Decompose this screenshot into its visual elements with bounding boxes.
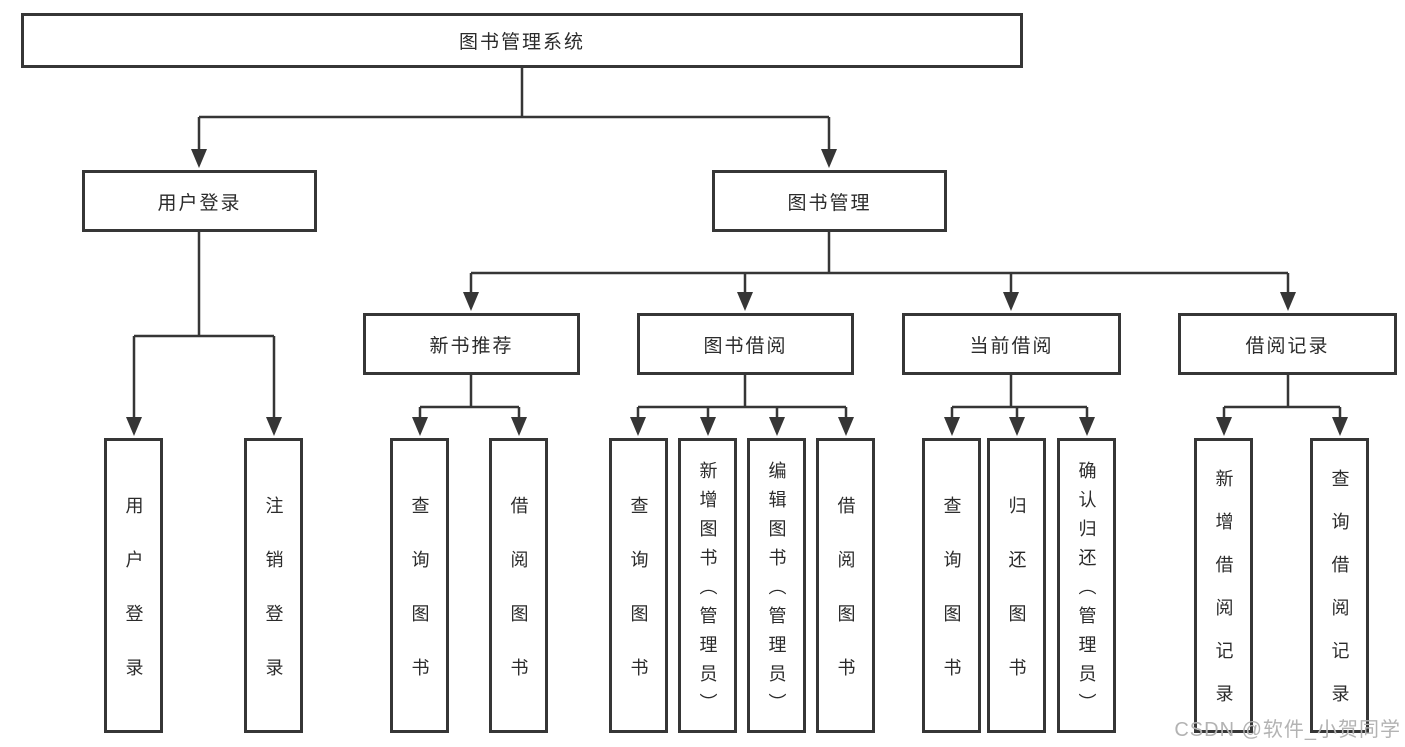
arrow-down-icon [1216,417,1232,436]
leaf-query-book-borrow: 查询图书 [609,438,668,733]
connector-book-management-children [463,232,1296,311]
node-label: 新增图书（管理员） [697,460,718,722]
node-label: 归还图书 [1006,495,1027,712]
leaf-query-borrow-record: 查询借阅记录 [1310,438,1369,733]
arrow-down-icon [463,292,479,311]
csdn-watermark: CSDN @软件_小贺同学 [1174,719,1401,741]
node-label: 查询借阅记录 [1329,469,1350,727]
arrow-down-icon [126,417,142,436]
leaf-return-book: 归还图书 [987,438,1046,733]
node-label: 新增借阅记录 [1213,469,1234,727]
node-book-borrow: 图书借阅 [637,313,854,375]
connector-book-borrow-children [630,375,854,436]
arrow-down-icon [1079,417,1095,436]
arrow-down-icon [838,417,854,436]
node-label: 借阅图书 [835,495,856,712]
node-label: 编辑图书（管理员） [766,460,787,722]
leaf-query-book-recommend: 查询图书 [390,438,449,733]
node-label: 新书推荐 [429,335,514,357]
node-borrow-records: 借阅记录 [1178,313,1397,375]
node-label: 借阅记录 [1245,335,1330,357]
arrow-down-icon [769,417,785,436]
connector-current-borrow-children [944,375,1095,436]
node-library-management-system: 图书管理系统 [21,13,1023,68]
node-user-login: 用户登录 [82,170,317,232]
leaf-query-book-current: 查询图书 [922,438,981,733]
node-label: 图书管理系统 [458,32,585,53]
arrow-down-icon [266,417,282,436]
arrow-down-icon [511,417,527,436]
connector-borrow-records-children [1216,375,1348,436]
connector-root-to-level1 [191,68,837,168]
node-label: 用户登录 [157,192,242,214]
node-label: 查询图书 [409,495,430,712]
node-label: 当前借阅 [969,335,1054,357]
node-label: 用户登录 [123,495,144,712]
leaf-borrow-book-recommend: 借阅图书 [489,438,548,733]
arrow-down-icon [700,417,716,436]
arrow-down-icon [944,417,960,436]
leaf-borrow-book: 借阅图书 [816,438,875,733]
leaf-edit-book-admin: 编辑图书（管理员） [747,438,806,733]
node-new-book-recommend: 新书推荐 [363,313,580,375]
arrow-down-icon [412,417,428,436]
node-label: 图书借阅 [703,335,788,357]
arrow-down-icon [191,149,207,168]
arrow-down-icon [1009,417,1025,436]
leaf-add-borrow-record: 新增借阅记录 [1194,438,1253,733]
node-label: 查询图书 [941,495,962,712]
connector-new-book-recommend-children [412,375,527,436]
arrow-down-icon [1332,417,1348,436]
arrow-down-icon [821,149,837,168]
node-label: 注销登录 [263,495,284,712]
connector-user-login-children [126,232,282,436]
leaf-confirm-return-admin: 确认归还（管理员） [1057,438,1116,733]
node-label: 借阅图书 [508,495,529,712]
leaf-logout: 注销登录 [244,438,303,733]
node-label: 确认归还（管理员） [1076,460,1097,722]
arrow-down-icon [737,292,753,311]
arrow-down-icon [1280,292,1296,311]
node-label: 查询图书 [628,495,649,712]
arrow-down-icon [630,417,646,436]
leaf-user-login: 用户登录 [104,438,163,733]
arrow-down-icon [1003,292,1019,311]
node-label: 图书管理 [787,192,872,214]
leaf-add-book-admin: 新增图书（管理员） [678,438,737,733]
node-book-management: 图书管理 [712,170,947,232]
node-current-borrow: 当前借阅 [902,313,1121,375]
